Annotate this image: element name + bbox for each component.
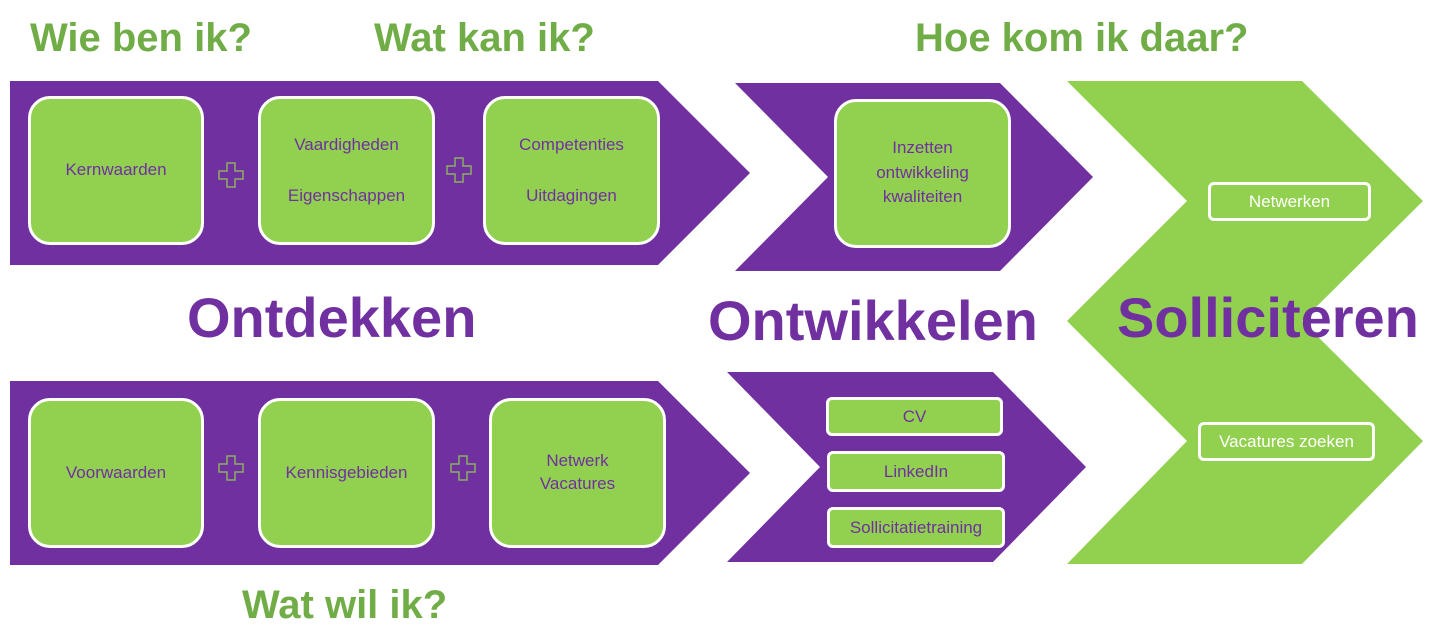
box-vaardigheden: Vaardigheden Eigenschappen: [258, 96, 435, 245]
box-label: kwaliteiten: [882, 187, 963, 207]
question-want: Wat wil ik?: [242, 583, 448, 627]
stage-develop: Ontwikkelen: [708, 289, 1038, 352]
pill-sollicitatietraining: Sollicitatietraining: [827, 507, 1005, 548]
plus-icon: [218, 162, 244, 188]
question-can: Wat kan ik?: [374, 16, 595, 60]
plus-icon: [450, 455, 476, 481]
box-label: Kernwaarden: [65, 160, 167, 180]
box-label: Kennisgebieden: [285, 462, 408, 482]
plus-icon: [446, 157, 472, 183]
box-label: ontwikkeling: [876, 162, 969, 182]
box-netwerk-vacatures: Netwerk Vacatures: [489, 398, 666, 548]
pill-vacatures-zoeken: Vacatures zoeken: [1198, 422, 1375, 461]
question-who: Wie ben ik?: [30, 16, 252, 60]
stage-discover: Ontdekken: [187, 286, 477, 349]
box-label: Inzetten: [892, 138, 953, 157]
box-label: Uitdagingen: [526, 185, 617, 205]
pill-netwerken: Netwerken: [1208, 182, 1371, 221]
box-label: Eigenschappen: [287, 185, 406, 205]
question-how: Hoe kom ik daar?: [915, 16, 1249, 60]
box-inzetten: Inzetten ontwikkeling kwaliteiten: [834, 99, 1011, 248]
box-voorwaarden: Voorwaarden: [28, 398, 204, 548]
box-kernwaarden: Kernwaarden: [28, 96, 204, 245]
box-kennisgebieden: Kennisgebieden: [258, 398, 435, 548]
box-label: Netwerk: [546, 451, 609, 471]
pill-linkedin: LinkedIn: [827, 451, 1005, 492]
box-label: Vaardigheden: [294, 134, 399, 154]
pill-cv: CV: [826, 397, 1003, 436]
box-label: Voorwaarden: [65, 462, 167, 482]
stage-apply: Solliciteren: [1117, 286, 1419, 349]
box-competenties: Competenties Uitdagingen: [483, 96, 660, 245]
box-label: Vacatures: [539, 474, 616, 493]
box-label: Competenties: [519, 134, 624, 154]
plus-icon: [218, 455, 244, 481]
